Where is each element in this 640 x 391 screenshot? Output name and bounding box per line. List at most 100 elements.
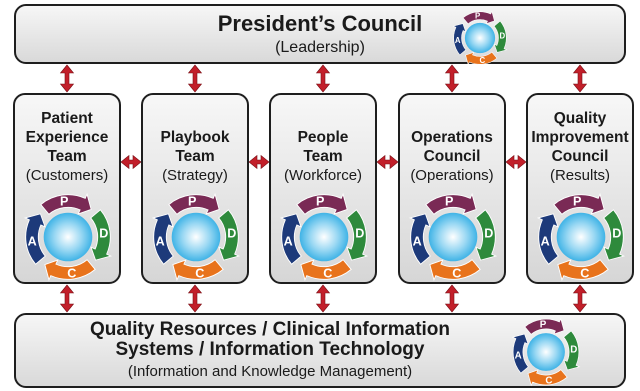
check-arrow — [557, 259, 609, 282]
quality-resources-title-line: Systems / Information Technology — [115, 339, 425, 360]
vertical-arrow-top — [444, 64, 460, 93]
vertical-arrow-top — [59, 64, 75, 93]
do-arrow — [603, 209, 626, 261]
plan-arrow — [296, 192, 348, 215]
vertical-arrow-top — [572, 64, 588, 93]
team-name-line: Playbook — [160, 129, 230, 146]
team-subtitle: (Results) — [549, 167, 610, 184]
pdca-center-glow — [527, 333, 565, 371]
act-arrow — [279, 213, 302, 265]
presidents-council-title: President’s Council — [217, 11, 423, 36]
pdca-cycle-icon: P D C A — [23, 192, 113, 282]
team-name-line: Operations — [411, 129, 493, 146]
pdca-center-glow — [428, 212, 478, 262]
pdca-center-glow — [43, 212, 93, 262]
check-arrow-label: C — [480, 56, 486, 65]
check-arrow-label: C — [323, 266, 332, 280]
team-name-line: Experience — [25, 129, 109, 146]
team-subtitle: (Workforce) — [283, 167, 363, 184]
presidents-council-subtitle: (Leadership) — [275, 39, 365, 56]
act-arrow-label: A — [413, 234, 422, 248]
check-arrow-label: C — [67, 266, 76, 280]
plan-arrow-label: P — [316, 195, 324, 209]
check-arrow-label: C — [452, 266, 461, 280]
quality-resources-box: Quality Resources / Clinical Information… — [14, 313, 626, 388]
plan-arrow — [168, 192, 220, 215]
horizontal-arrow — [120, 154, 142, 170]
act-arrow-label: A — [541, 234, 550, 248]
team-name-line: Patient — [41, 110, 93, 127]
check-arrow — [465, 51, 498, 66]
plan-arrow — [462, 10, 495, 25]
team-name-line: Improvement — [531, 129, 629, 146]
plan-arrow — [40, 192, 92, 215]
do-arrow-label: D — [570, 345, 577, 356]
act-arrow — [408, 213, 431, 265]
team-name-line: Council — [423, 148, 481, 165]
plan-arrow — [553, 192, 605, 215]
plan-arrow-label: P — [60, 195, 68, 209]
pdca-center-glow — [556, 212, 606, 262]
do-arrow — [90, 209, 113, 261]
quality-resources-title-line: Quality Resources / Clinical Information — [89, 319, 451, 340]
plan-arrow-label: P — [445, 195, 453, 209]
plan-arrow-label: P — [573, 195, 581, 209]
act-arrow — [151, 213, 174, 265]
do-arrow-label: D — [499, 31, 505, 40]
do-arrow-label: D — [484, 227, 493, 241]
do-arrow — [475, 209, 498, 261]
team-name-line: Council — [551, 148, 609, 165]
do-arrow — [218, 209, 241, 261]
check-arrow — [429, 259, 481, 282]
act-arrow-label: A — [156, 234, 165, 248]
do-arrow-label: D — [355, 227, 364, 241]
act-arrow — [511, 333, 529, 374]
pdca-cycle-icon: P D C A — [408, 192, 498, 282]
vertical-arrow-bottom — [315, 284, 331, 313]
act-arrow-label: A — [515, 350, 522, 361]
vertical-arrow-bottom — [59, 284, 75, 313]
pdca-center-glow — [464, 22, 496, 54]
pdca-cycle-icon: P D C A — [536, 192, 626, 282]
act-arrow-label: A — [284, 234, 293, 248]
team-subtitle: (Operations) — [410, 167, 494, 184]
vertical-arrow-top — [315, 64, 331, 93]
quality-resources-subtitle: (Information and Knowledge Management) — [127, 363, 413, 380]
team-subtitle: (Customers) — [25, 167, 109, 184]
vertical-arrow-top — [187, 64, 203, 93]
horizontal-arrow — [376, 154, 399, 170]
pdca-center-glow — [299, 212, 349, 262]
team-name-line: Team — [47, 148, 87, 165]
team-subtitle: (Strategy) — [162, 167, 228, 184]
team-name-line: People — [297, 129, 349, 146]
vertical-arrow-bottom — [572, 284, 588, 313]
plan-arrow — [524, 317, 565, 335]
check-arrow-label: C — [545, 375, 552, 386]
team-name-line: Quality — [553, 110, 607, 127]
plan-arrow-label: P — [540, 320, 547, 331]
plan-arrow-label: P — [188, 195, 196, 209]
do-arrow-label: D — [99, 227, 108, 241]
act-arrow-label: A — [455, 36, 461, 45]
team-name-line: Team — [175, 148, 215, 165]
check-arrow-label: C — [580, 266, 589, 280]
plan-arrow — [425, 192, 477, 215]
act-arrow-label: A — [28, 234, 37, 248]
horizontal-arrow — [248, 154, 270, 170]
do-arrow — [493, 20, 508, 53]
act-arrow — [452, 23, 467, 56]
vertical-arrow-bottom — [444, 284, 460, 313]
presidents-council-box: President’s Council (Leadership) — [14, 4, 626, 64]
do-arrow — [563, 330, 581, 371]
check-arrow — [300, 259, 352, 282]
check-arrow-label: C — [195, 266, 204, 280]
pdca-cycle-icon: P D C A — [511, 317, 581, 386]
do-arrow — [346, 209, 369, 261]
horizontal-arrow — [505, 154, 527, 170]
check-arrow — [172, 259, 224, 282]
do-arrow-label: D — [612, 227, 621, 241]
check-arrow — [44, 259, 96, 282]
